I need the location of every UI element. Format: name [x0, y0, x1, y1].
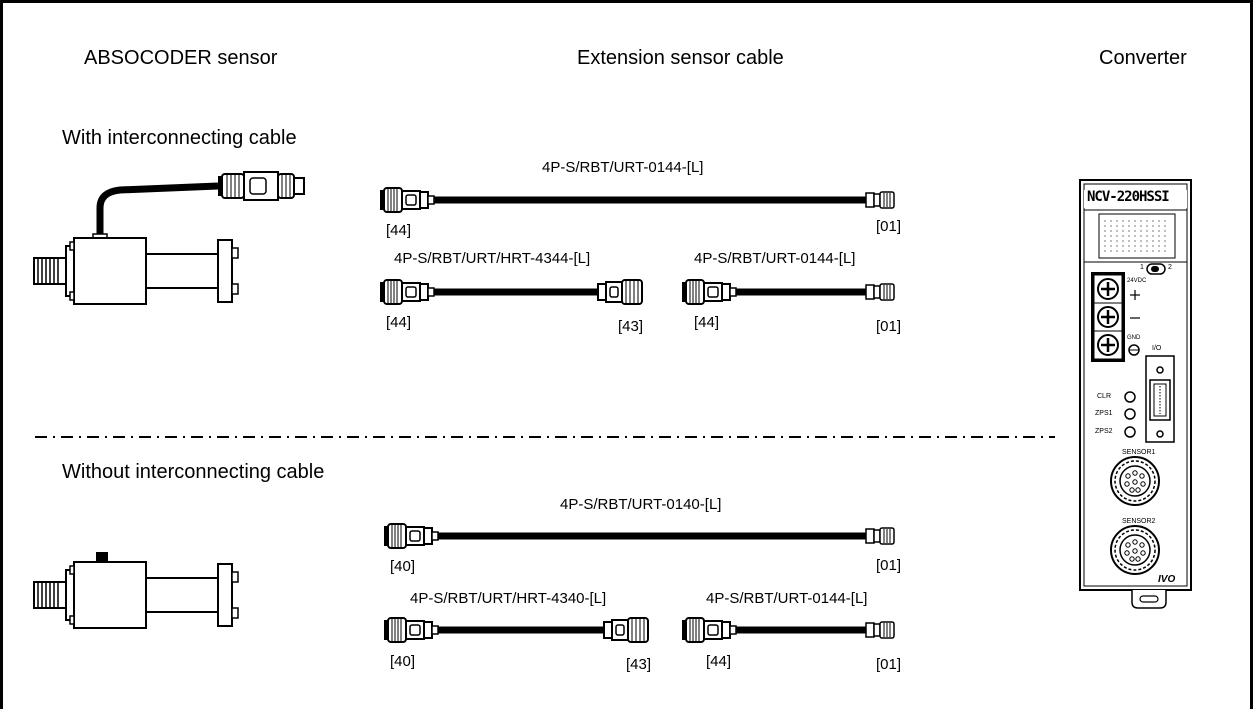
converter-logo: IVO	[1158, 574, 1176, 585]
cable-without-b-model: 4P-S/RBT/URT-0144-[L]	[706, 590, 868, 607]
cable-with-long-model: 4P-S/RBT/URT-0144-[L]	[542, 159, 704, 176]
cable-without-b	[681, 617, 895, 643]
converter-clr-label: CLR	[1097, 393, 1112, 400]
cable-with-a-model: 4P-S/RBT/URT/HRT-4344-[L]	[394, 250, 591, 267]
cable-without-a-model: 4P-S/RBT/URT/HRT-4340-[L]	[410, 590, 607, 607]
cable-with-b-model: 4P-S/RBT/URT-0144-[L]	[694, 250, 856, 267]
cable-with-long-left-code: [44]	[386, 222, 412, 239]
cable-with-long-right-code: [01]	[876, 218, 902, 235]
converter-unit	[1079, 179, 1192, 609]
converter-model-label: NCV-220HSSI	[1087, 189, 1170, 205]
converter-zps2-label: ZPS2	[1095, 428, 1113, 435]
cable-without-a	[383, 617, 649, 643]
converter-sensor2-label: SENSOR2	[1122, 518, 1156, 525]
sensor-without-cable-icon	[33, 552, 239, 629]
section-with-cable: With interconnecting cable	[62, 127, 297, 149]
converter-power-label: 24VDC	[1127, 278, 1147, 284]
cable-with-a-right-code: [43]	[618, 318, 644, 335]
sensor-with-cable-icon	[33, 171, 305, 305]
cable-without-a-left-code: [40]	[390, 653, 416, 670]
cable-with-b-left-code: [44]	[694, 314, 720, 331]
converter-sensor1-label: SENSOR1	[1122, 449, 1156, 456]
cable-without-b-right-code: [01]	[876, 656, 902, 673]
cable-without-b-left-code: [44]	[706, 653, 732, 670]
cable-with-a	[379, 279, 643, 305]
section-without-cable: Without interconnecting cable	[62, 461, 325, 483]
header-converter: Converter	[1099, 47, 1187, 69]
cable-with-long	[379, 187, 895, 213]
header-sensor: ABSOCODER sensor	[84, 47, 278, 69]
converter-switch-1-label: 1	[1140, 264, 1144, 271]
cable-without-long-model: 4P-S/RBT/URT-0140-[L]	[560, 496, 722, 513]
converter-zps1-label: ZPS1	[1095, 410, 1113, 417]
converter-io-label: I/O	[1152, 345, 1162, 352]
header-extension: Extension sensor cable	[577, 47, 784, 69]
cable-without-long	[383, 523, 895, 549]
cable-with-a-left-code: [44]	[386, 314, 412, 331]
cable-with-b	[681, 279, 895, 305]
cable-without-long-left-code: [40]	[390, 558, 416, 575]
converter-switch-2-label: 2	[1168, 264, 1172, 271]
cable-with-b-right-code: [01]	[876, 318, 902, 335]
cable-without-long-right-code: [01]	[876, 557, 902, 574]
converter-gnd-label: GND	[1127, 335, 1141, 341]
cable-without-a-right-code: [43]	[626, 656, 652, 673]
